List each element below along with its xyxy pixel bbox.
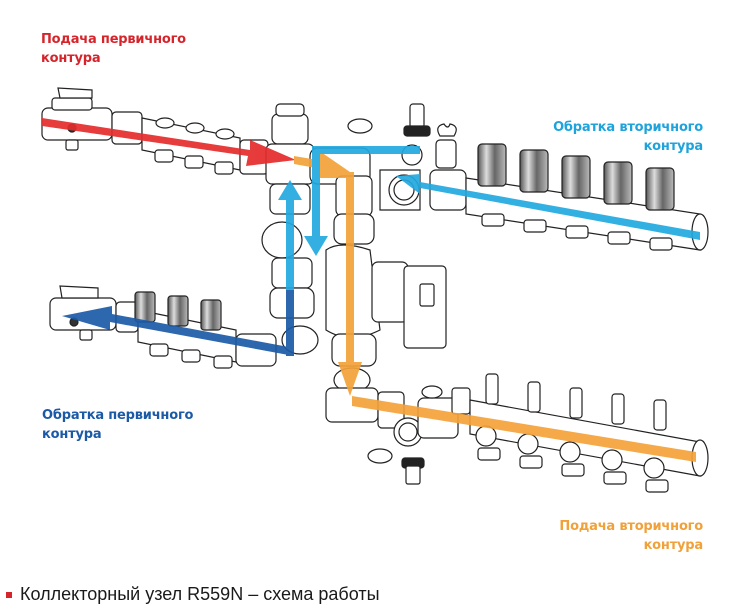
primary-supply-label-line-2: контура: [41, 51, 101, 66]
secondary-return-label: Обратка вторичного контура: [553, 118, 703, 156]
secondary-return-manifold: [379, 143, 709, 251]
primary-supply-label-line-1: Подача первичного: [41, 32, 186, 47]
secondary-supply-label-line-2: контура: [643, 538, 704, 553]
secondary-supply-flow-arrow: [294, 150, 696, 462]
secondary-return-flow-arrow: [278, 146, 700, 332]
secondary-supply-label: Подача вторичного контура: [559, 517, 703, 555]
secondary-supply-label-line-1: Подача вторичного: [559, 519, 703, 534]
caption-bullet-icon: [6, 591, 12, 598]
primary-return-label: Обратка первичного контура: [42, 406, 193, 444]
primary-return-label-line-2: контура: [42, 427, 102, 442]
primary-return-label-line-1: Обратка первичного: [42, 408, 194, 423]
primary-mixing-block: [261, 103, 319, 355]
secondary-return-label-line-2: контура: [643, 139, 704, 154]
secondary-return-label-line-1: Обратка вторичного: [553, 120, 703, 135]
primary-supply-flow-arrow: [42, 118, 296, 166]
diagram-caption: Коллекторный узел R559N – схема работы: [6, 584, 380, 605]
secondary-supply-manifold: [325, 373, 709, 493]
primary-return-flow-arrow: [62, 290, 294, 356]
primary-supply-manifold: [41, 87, 269, 175]
caption-text: Коллекторный узел R559N – схема работы: [20, 584, 380, 604]
primary-supply-label: Подача первичного контура: [41, 30, 186, 68]
